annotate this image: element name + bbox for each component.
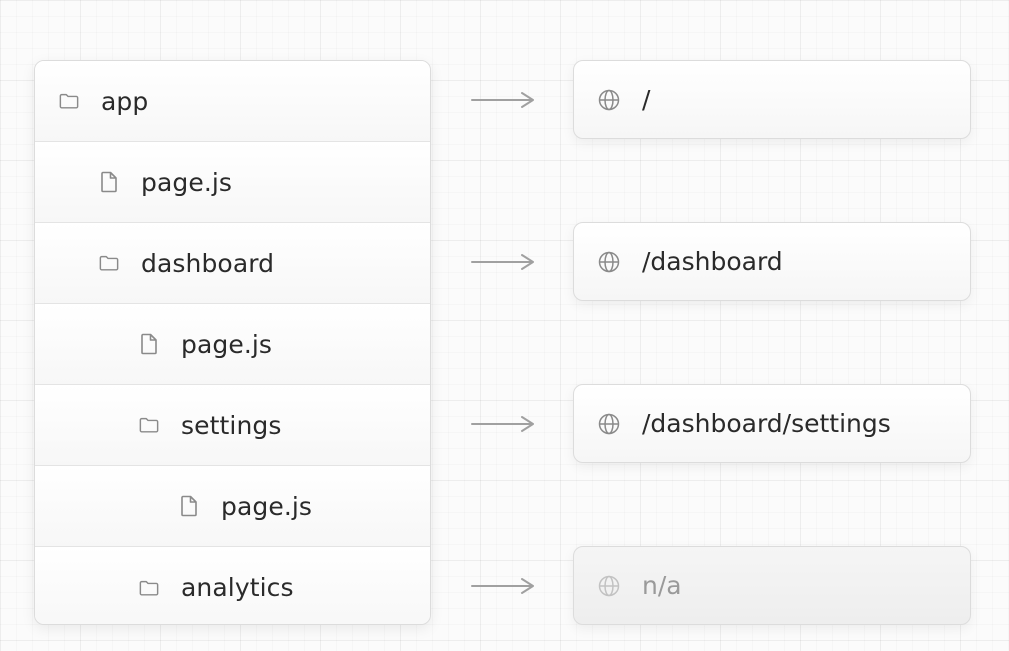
globe-icon (598, 575, 620, 597)
globe-icon (598, 89, 620, 111)
folder-icon (139, 578, 159, 598)
tree-row-dashboard-folder: dashboard (35, 223, 430, 304)
file-icon (99, 171, 119, 193)
globe-icon (598, 413, 620, 435)
route-label: n/a (642, 571, 682, 600)
route-box-dashboard-settings: /dashboard/settings (573, 384, 971, 463)
globe-icon (598, 251, 620, 273)
route-box-root: / (573, 60, 971, 139)
tree-row-analytics-folder: analytics (35, 547, 430, 624)
tree-row-label: page.js (221, 491, 313, 521)
route-box-not-applicable: n/a (573, 546, 971, 625)
tree-row-page-file: page.js (35, 466, 430, 547)
tree-row-page-file: page.js (35, 142, 430, 223)
arrow-right-icon (471, 578, 534, 594)
folder-icon (139, 415, 159, 435)
tree-row-label: app (101, 86, 149, 116)
route-box-dashboard: /dashboard (573, 222, 971, 301)
folder-icon (59, 91, 79, 111)
tree-row-label: page.js (141, 167, 233, 197)
file-icon (139, 333, 159, 355)
route-label: /dashboard (642, 247, 783, 276)
arrow-right-icon (471, 92, 534, 108)
tree-row-settings-folder: settings (35, 385, 430, 466)
arrow-right-icon (471, 254, 534, 270)
tree-row-page-file: page.js (35, 304, 430, 385)
tree-row-label: dashboard (141, 248, 275, 278)
route-label: /dashboard/settings (642, 409, 891, 438)
file-icon (179, 495, 199, 517)
tree-row-label: settings (181, 410, 282, 440)
arrow-right-icon (471, 416, 534, 432)
tree-row-label: page.js (181, 329, 273, 359)
tree-row-app-folder: app (35, 61, 430, 142)
route-label: / (642, 85, 651, 114)
folder-icon (99, 253, 119, 273)
file-tree-panel: app page.js dashboard page.js settings p… (34, 60, 431, 625)
tree-row-label: analytics (181, 573, 294, 602)
